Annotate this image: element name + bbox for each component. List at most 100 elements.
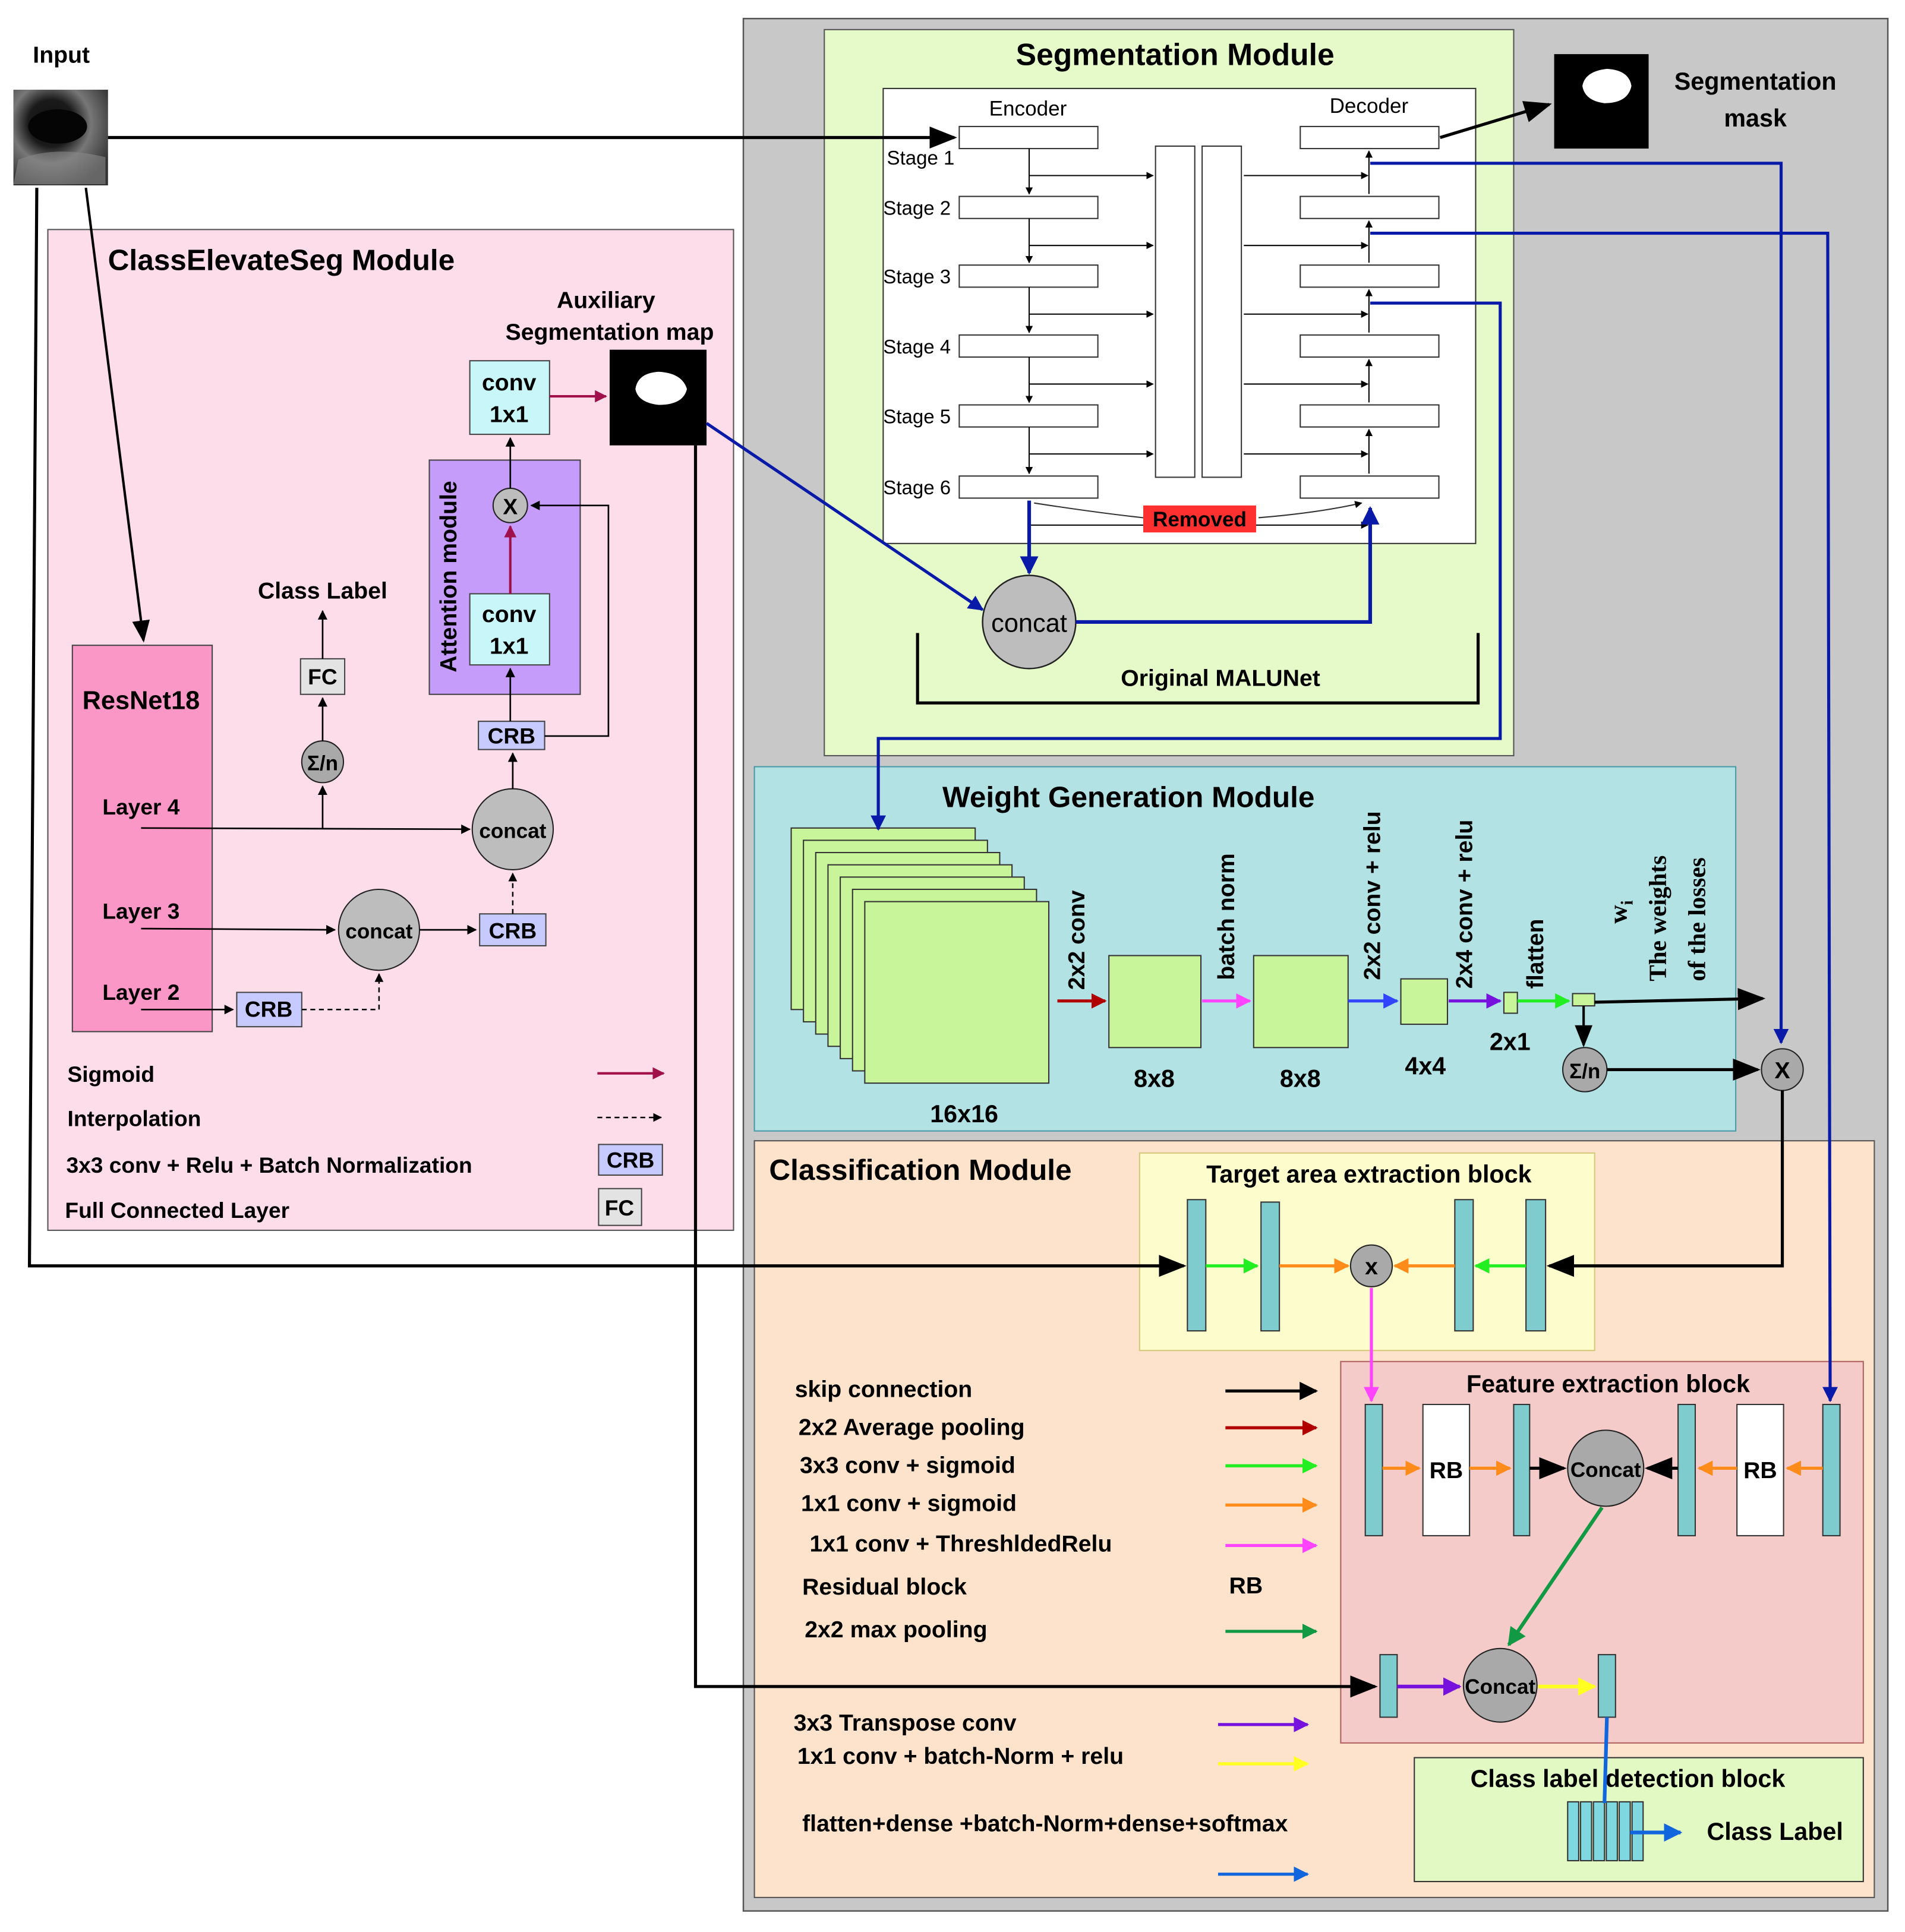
encoder-stage-5 [958,404,1099,428]
wi-label: wi [1604,900,1636,923]
op-2x2-conv-relu: 2x2 conv + relu [1359,811,1385,980]
resnet18-label: ResNet18 [83,687,200,715]
removed-badge-bg [1143,505,1256,533]
fe-bar-6 [1597,1654,1616,1718]
feature-map-7 [864,901,1050,1084]
size-8x8-b: 8x8 [1280,1065,1321,1092]
removed-connection [1034,502,1144,519]
removed-connection-right [1258,501,1362,519]
seg-concat-label: concat [991,609,1067,637]
layer3-label: Layer 3 [102,899,179,924]
op-2x2-conv: 2x2 conv [1064,890,1090,990]
attention-module-label: Attention module [436,481,462,672]
fe-rb-right [1736,1403,1784,1536]
decoder-stages [1244,125,1440,529]
encoder-stage-4 [958,334,1099,358]
stage-label-6: Stage 6 [883,476,951,498]
tb-multiply-node [1349,1244,1393,1287]
encoder-stage-3 [958,264,1099,288]
crb-mid-box [479,913,547,946]
wg-map-2x1 [1503,992,1518,1014]
legend-crb-tag: CRB [607,1148,654,1173]
fe-concat2-node [1462,1647,1538,1723]
concat-lower-label: concat [345,920,412,943]
size-16x16: 16x16 [930,1100,998,1128]
dense-bar-5 [1618,1801,1631,1862]
stage-label-5: Stage 5 [883,406,951,428]
size-8x8-a: 8x8 [1134,1065,1175,1092]
original-malunet-bracket [916,633,1480,705]
original-malunet-label: Original MALUNet [1121,665,1320,691]
cls-legend-text-8: 3x3 Transpose conv [794,1710,1017,1736]
wg-sum-label: Σ/n [1569,1060,1600,1083]
stage-label-2: Stage 2 [883,197,951,219]
attention-multiply-label: X [503,494,518,519]
target-area-title: Target area extraction block [1206,1160,1531,1188]
fe-rb-right-label: RB [1743,1457,1777,1483]
cls-legend-text-7: 2x2 max pooling [805,1617,987,1643]
connections [27,101,1838,1842]
fe-concat-node [1567,1429,1645,1507]
crb-mid-label: CRB [489,918,537,943]
feature-extraction-title: Feature extraction block [1466,1370,1750,1397]
segmentation-mask-label-2: mask [1724,105,1787,132]
decoder-stage-2 [1300,195,1440,219]
segmentation-mask-label-1: Segmentation [1674,68,1837,95]
weight-generation-title: Weight Generation Module [942,781,1314,814]
wg-map-8x8-a [1108,955,1202,1049]
aux-seg-label-1: Auxiliary [557,287,655,313]
cls-legend-text-10: flatten+dense +batch-Norm+dense+softmax [802,1810,1288,1836]
class-label-dense-bars [1567,1801,1644,1862]
removed-badge: Removed [1153,508,1247,531]
encoder-stage-2 [958,195,1099,219]
fe-rb-left-label: RB [1430,1457,1464,1483]
crb-top-label: CRB [488,723,535,748]
legend-crb-text: 3x3 conv + Relu + Batch Normalization [66,1153,472,1177]
concat-upper-label: concat [479,819,546,842]
resnet18-box [71,645,213,1033]
tb-bar-3 [1454,1199,1474,1332]
cls-class-label: Class Label [258,578,387,604]
encoder-stage-6 [958,475,1099,499]
legend-interpolation: Interpolation [68,1106,201,1131]
legend-crb-box [598,1144,663,1176]
conv-1x1-attention-label-a: conv [482,601,537,627]
decoder-stage-5 [1300,404,1440,428]
fe-concat-label: Concat [1570,1459,1641,1482]
segmentation-mask-image [1554,54,1649,149]
fe-bar-2 [1513,1403,1531,1536]
input-ultrasound-image [13,89,108,186]
classification-title: Classification Module [769,1154,1071,1186]
input-label: Input [33,42,90,68]
wg-map-8x8-b [1253,955,1349,1049]
decoder-stage-4 [1300,334,1440,358]
fe-bar-3 [1677,1403,1696,1536]
auxiliary-segmentation-map-image [610,349,707,446]
crb-low-label: CRB [245,997,292,1022]
weights-label-1: The weights [1644,855,1671,981]
fe-bar-5 [1379,1654,1398,1718]
cls-legend-text-5: 1x1 conv + ThreshldedRelu [809,1531,1112,1557]
classelevateseg-title: ClassElevateSeg Module [108,244,455,276]
legend-fc-tag: FC [605,1195,635,1220]
legend-sigmoid: Sigmoid [68,1062,155,1087]
cls-sum-label: Σ/n [307,752,338,775]
cls-legend-text-3: 3x3 conv + sigmoid [800,1453,1015,1479]
encoder-stage-1 [958,125,1099,150]
fc-label: FC [308,664,338,689]
legend-fc-box [598,1188,642,1226]
crb-low-box [236,992,302,1028]
fe-concat2-label: Concat [1465,1675,1535,1699]
layer2-label: Layer 2 [102,980,179,1005]
tb-bar-2 [1260,1201,1280,1332]
conv-1x1-attention-box [469,593,550,666]
size-4x4: 4x4 [1405,1053,1446,1080]
legend-fc-text: Full Connected Layer [65,1198,289,1223]
op-flatten: flatten [1522,919,1548,989]
conv-1x1-attention-label-b: 1x1 [490,633,528,659]
dense-bar-2 [1579,1801,1592,1862]
fe-bar-1 [1364,1403,1383,1536]
dense-bar-3 [1592,1801,1606,1862]
